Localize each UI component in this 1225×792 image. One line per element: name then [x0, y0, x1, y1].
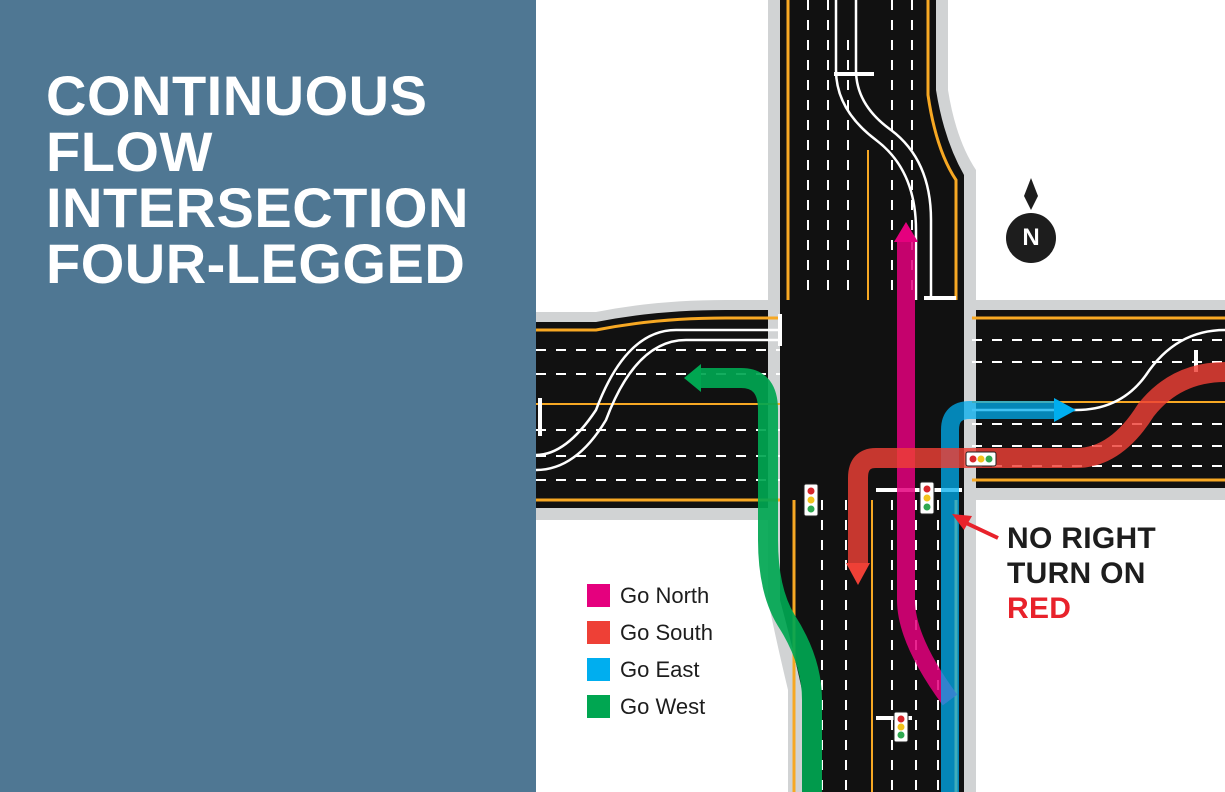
- go-south-arrowhead: [846, 563, 870, 585]
- curb-outline: [536, 0, 781, 300]
- legend-label: Go South: [620, 619, 713, 645]
- callout-line-3: RED: [1007, 592, 1072, 625]
- title-line-1: CONTINUOUS: [46, 64, 428, 127]
- callout-pointer-icon: [952, 514, 999, 540]
- legend-swatch: [587, 695, 610, 718]
- legend: Go North Go South Go East Go West: [587, 577, 713, 725]
- crossover-lanes: [536, 0, 1225, 472]
- no-right-turn-callout: NO RIGHT TURN ON RED: [1007, 521, 1156, 626]
- title-line-3: INTERSECTION: [46, 176, 469, 239]
- go-west-arrowhead: [684, 364, 701, 392]
- legend-item-go-north: Go North: [587, 577, 713, 614]
- compass: N: [1004, 178, 1058, 264]
- legend-item-go-east: Go East: [587, 651, 713, 688]
- intersection-diagram: [536, 0, 1225, 792]
- go-east-arrowhead: [1054, 398, 1076, 422]
- callout-line-1: NO RIGHT: [1007, 522, 1157, 555]
- go-west-path: [701, 368, 822, 792]
- legend-swatch: [587, 584, 610, 607]
- legend-swatch: [587, 621, 610, 644]
- legend-item-go-west: Go West: [587, 688, 713, 725]
- legend-label: Go East: [620, 656, 700, 682]
- traffic-signal-icon: [965, 451, 997, 467]
- callout-line-2: TURN ON: [1007, 557, 1146, 590]
- legend-item-go-south: Go South: [587, 614, 713, 651]
- compass-label: N: [1022, 224, 1040, 251]
- go-north-path: [897, 240, 958, 706]
- traffic-signals: [803, 451, 997, 743]
- north-arrow-icon: [1006, 178, 1056, 263]
- title-line-2: FLOW: [46, 120, 213, 183]
- go-south-path: [848, 362, 1225, 565]
- movement-arrows: [684, 222, 1225, 792]
- title-line-4: FOUR-LEGGED: [46, 232, 466, 295]
- traffic-signal-icon: [893, 711, 909, 743]
- traffic-signal-icon: [919, 481, 935, 515]
- legend-label: Go North: [620, 582, 710, 608]
- title-panel: CONTINUOUS FLOW INTERSECTION FOUR-LEGGED: [0, 0, 536, 792]
- legend-swatch: [587, 658, 610, 681]
- traffic-signal-icon: [803, 483, 819, 517]
- go-east-path: [941, 401, 1056, 792]
- legend-label: Go West: [620, 693, 706, 719]
- go-north-arrowhead: [894, 222, 918, 242]
- page-title: CONTINUOUS FLOW INTERSECTION FOUR-LEGGED: [46, 68, 469, 292]
